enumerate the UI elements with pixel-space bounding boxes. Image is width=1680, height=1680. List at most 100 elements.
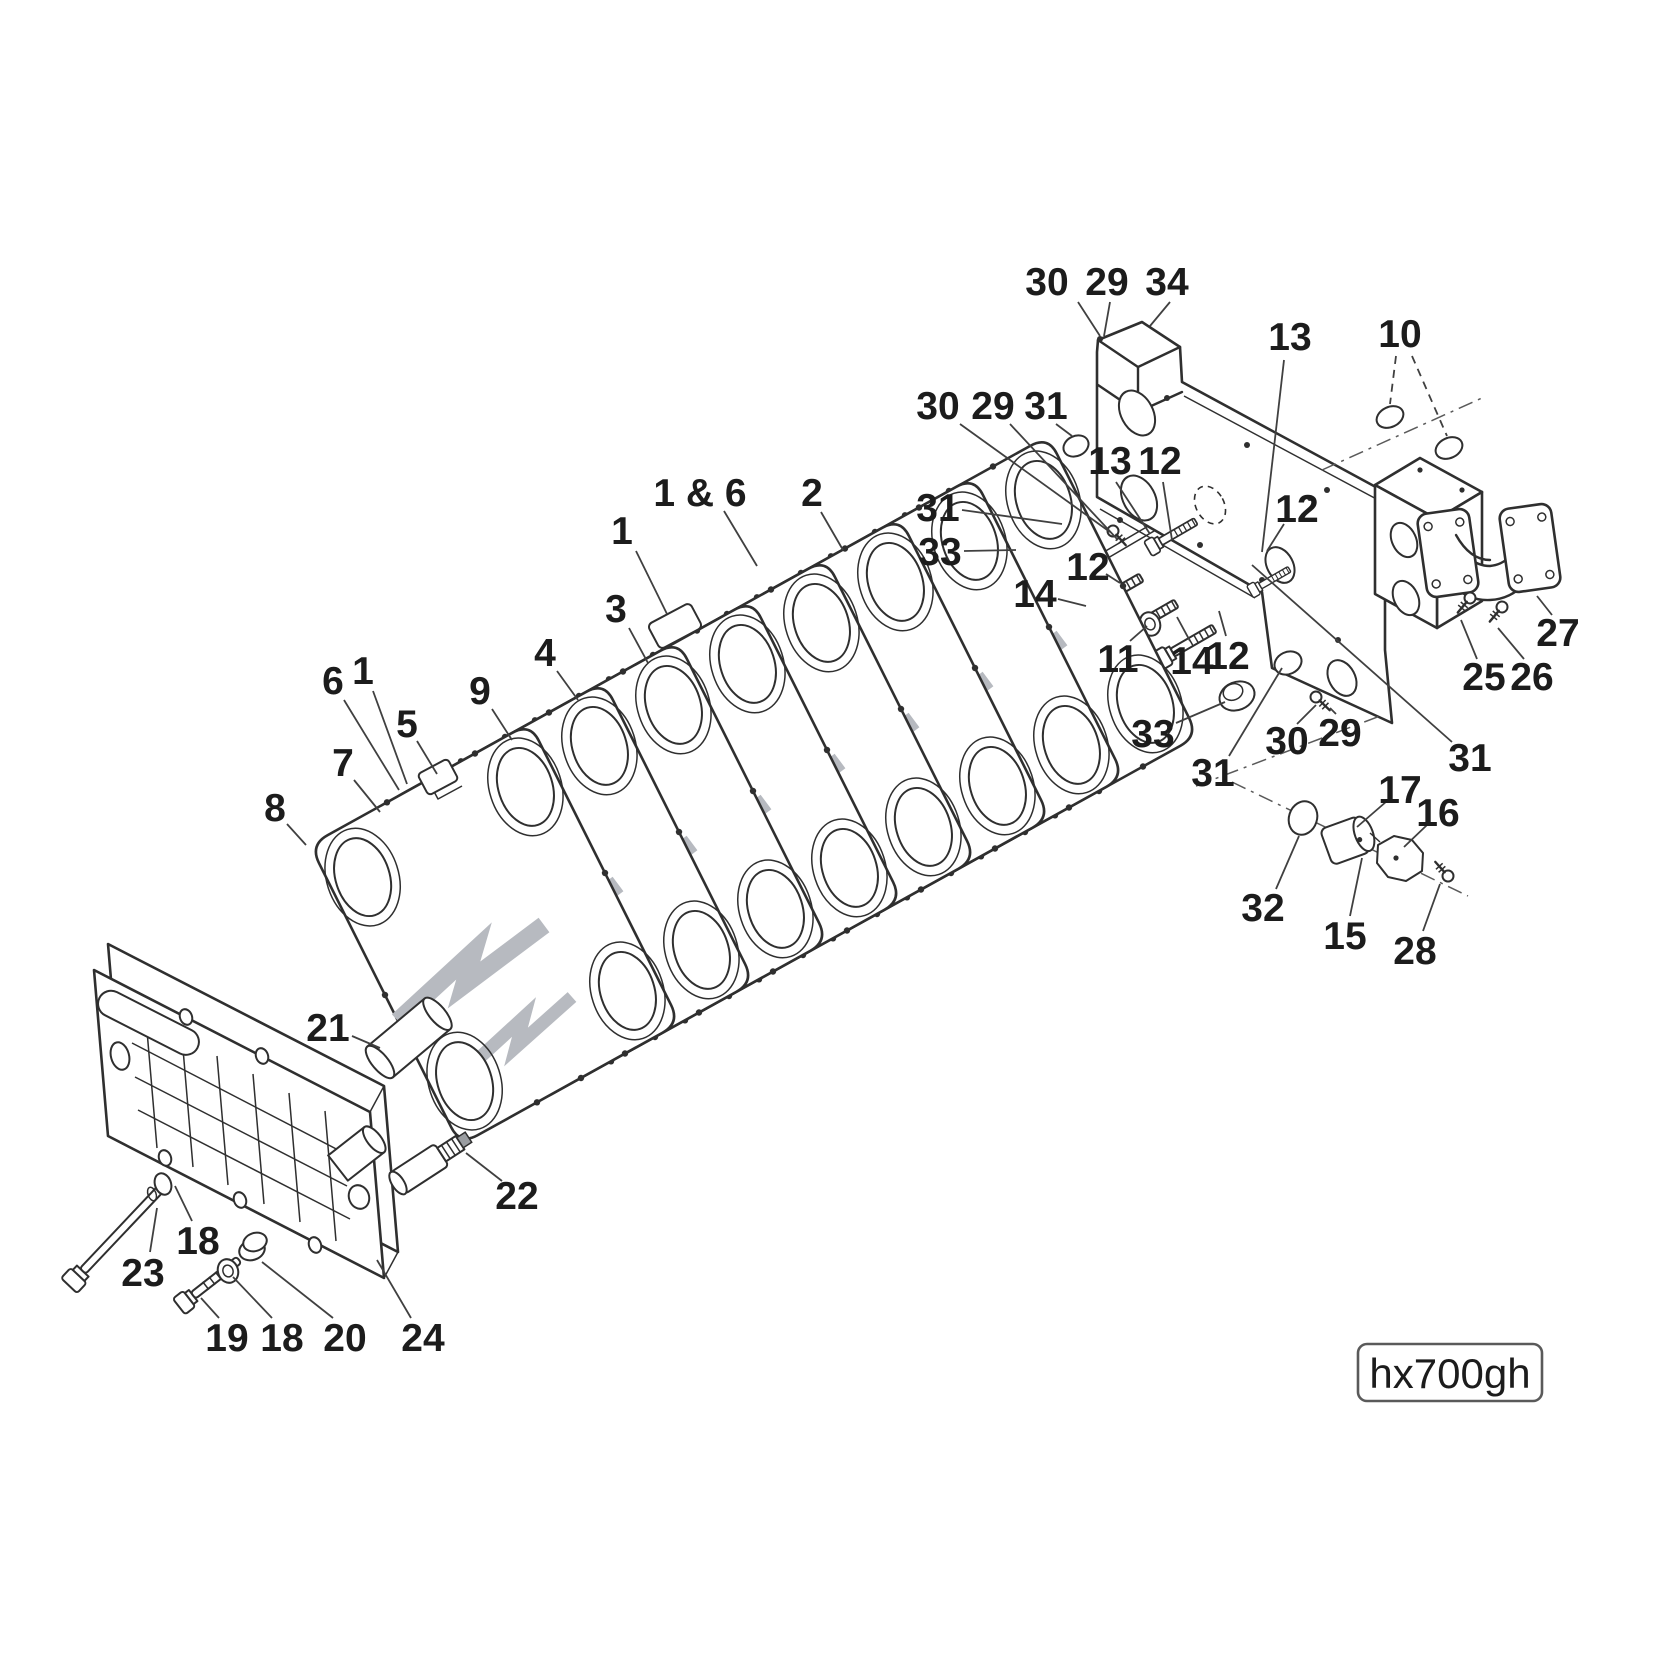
part-label-18b: 18 — [260, 1317, 303, 1360]
part-label-12c: 12 — [1206, 635, 1249, 678]
leader-line-12b — [1162, 481, 1173, 541]
leader-line-31b — [1055, 423, 1073, 437]
part-label-13a: 13 — [1268, 316, 1311, 359]
leader-line-29a — [1103, 301, 1111, 337]
leader-line-32 — [1275, 835, 1300, 890]
leader-line-4 — [556, 670, 579, 701]
part-label-9: 9 — [469, 670, 491, 713]
part-label-5: 5 — [396, 703, 418, 746]
part-label-29a: 29 — [1085, 261, 1128, 304]
stud-22 — [388, 1131, 473, 1196]
leader-line-18b — [232, 1276, 273, 1319]
leader-line-29b — [1009, 423, 1119, 541]
leader-line-12c — [1218, 610, 1227, 637]
leader-line-13a — [1261, 359, 1285, 553]
leader-line-11 — [1129, 625, 1148, 642]
part-label-31L: 31 — [916, 487, 959, 530]
leader-line-28 — [1422, 883, 1441, 932]
o-ring-31 — [1062, 434, 1090, 458]
part-label-31R: 31 — [1448, 737, 1491, 780]
part-label-22: 22 — [495, 1175, 538, 1218]
leader-line-29c — [1329, 707, 1337, 715]
leader-line-22 — [465, 1152, 503, 1182]
leader-line-26 — [1497, 627, 1525, 660]
part-label-8: 8 — [264, 787, 286, 830]
part-label-26: 26 — [1510, 656, 1553, 699]
leader-line-10 — [1411, 355, 1448, 437]
leader-line-8 — [286, 823, 307, 846]
part-label-20: 20 — [323, 1317, 366, 1360]
leader-line-21 — [351, 1035, 381, 1049]
leader-line-15 — [1349, 857, 1363, 917]
gasket-tag-1 — [647, 603, 703, 649]
part-label-32: 32 — [1241, 887, 1284, 930]
part-label-25: 25 — [1462, 656, 1505, 699]
part-label-24: 24 — [401, 1317, 445, 1360]
pressure-plate — [92, 942, 400, 1280]
part-label-33c: 33 — [1131, 713, 1174, 756]
part-label-31b: 31 — [1024, 385, 1067, 428]
part-label-13b: 13 — [1088, 440, 1131, 483]
part-label-4: 4 — [534, 632, 556, 675]
cap-16 — [1376, 835, 1424, 882]
leader-line-3 — [628, 627, 649, 664]
leader-line-18a — [174, 1185, 193, 1222]
part-label-27: 27 — [1536, 612, 1579, 655]
leader-line-24 — [376, 1259, 412, 1319]
part-label-1b: 1 — [352, 650, 374, 693]
part-label-30b: 30 — [916, 385, 959, 428]
figure-code-box: hx700gh — [1356, 1342, 1544, 1403]
leader-line-20 — [261, 1261, 334, 1319]
leader-line-7 — [353, 779, 381, 813]
part-label-1and6: 1 & 6 — [653, 472, 746, 515]
part-label-14L: 14 — [1013, 573, 1057, 616]
leader-line-12L — [1105, 573, 1121, 584]
o-rings-10 — [1321, 397, 1483, 471]
leader-line-12p — [1266, 523, 1285, 552]
leader-line-1and6 — [723, 510, 758, 567]
leader-line-2 — [820, 511, 844, 551]
washer-18 — [153, 1172, 173, 1196]
part-label-12L: 12 — [1066, 546, 1109, 589]
part-label-10: 10 — [1378, 313, 1421, 356]
part-label-30c: 30 — [1265, 720, 1308, 763]
part-label-31c: 31 — [1191, 752, 1234, 795]
leader-line-34 — [1149, 301, 1171, 327]
leader-line-1a — [635, 550, 668, 615]
nut-20 — [238, 1231, 268, 1262]
leader-line-13b — [1115, 481, 1151, 535]
part-label-34: 34 — [1145, 261, 1189, 304]
plate-stack — [313, 441, 1195, 1140]
grommet-33 — [1218, 680, 1256, 712]
part-label-18a: 18 — [176, 1220, 219, 1263]
leader-line-23 — [149, 1207, 158, 1253]
leader-line-9 — [491, 708, 513, 741]
leader-line-31L — [961, 509, 1063, 525]
part-label-3: 3 — [605, 588, 627, 631]
leader-line-25 — [1460, 619, 1478, 660]
part-label-14b: 14 — [1170, 640, 1214, 683]
part-label-12p: 12 — [1275, 488, 1318, 531]
leader-line-30c — [1296, 704, 1317, 725]
leader-line-1b — [372, 690, 408, 785]
leader-line-19 — [200, 1297, 220, 1319]
part-label-17: 17 — [1378, 769, 1421, 812]
part-label-29b: 29 — [971, 385, 1014, 428]
plug-chain — [1195, 715, 1469, 897]
bolt-23 — [61, 1172, 173, 1293]
part-label-28: 28 — [1393, 930, 1436, 973]
leader-line-5 — [416, 740, 438, 775]
ring-32 — [1287, 800, 1319, 836]
part-label-7: 7 — [332, 742, 354, 785]
leader-line-14L — [1057, 598, 1087, 607]
pipe-bend-27 — [1416, 502, 1562, 627]
part-label-6b: 6 — [322, 660, 344, 703]
leader-line-16 — [1403, 824, 1428, 848]
leader-line-14b — [1176, 616, 1191, 642]
part-label-21: 21 — [306, 1007, 349, 1050]
part-label-19: 19 — [205, 1317, 248, 1360]
roller-21 — [364, 996, 453, 1080]
